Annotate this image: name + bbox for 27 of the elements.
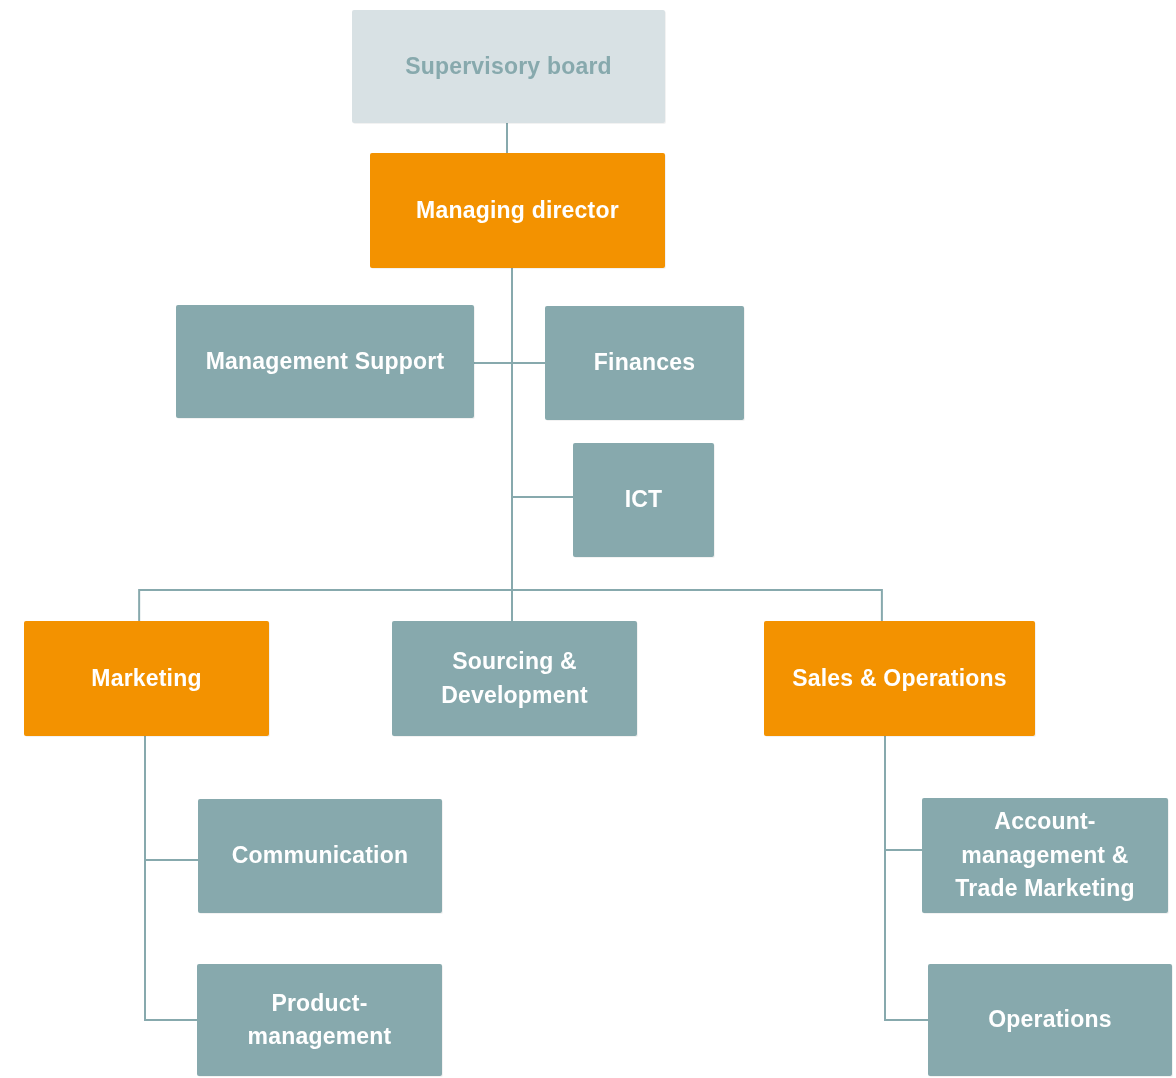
org-unit-box [928, 964, 1172, 1076]
org-unit-box [573, 443, 714, 557]
org-unit-box [922, 798, 1168, 913]
org-unit-box [352, 10, 665, 123]
unit-name: Marketing [91, 663, 202, 693]
org-unit-box [197, 964, 442, 1076]
connector-line [506, 122, 508, 154]
unit-name: Product-management [246, 988, 393, 1051]
unit-name: Sales & Operations [792, 663, 1007, 693]
org-unit-box [176, 305, 474, 418]
unit-name: Communication [231, 841, 409, 871]
unit-name: Managing director [416, 195, 619, 225]
org-unit-box [198, 799, 442, 913]
org-unit-box [545, 306, 744, 420]
unit-name: Account-management & Trade Marketing [954, 807, 1136, 904]
org-unit-box [370, 153, 665, 268]
org-unit-box [392, 621, 637, 736]
org-unit-box [24, 621, 269, 736]
unit-name: Management Support [205, 346, 445, 376]
connector-line [144, 735, 198, 1021]
unit-name: Operations [988, 1005, 1112, 1035]
unit-name: Supervisory board [405, 51, 612, 81]
unit-name: Finances [593, 348, 696, 378]
unit-name: Sourcing & Development [440, 647, 589, 710]
unit-name: ICT [624, 485, 663, 515]
connector-line [884, 735, 929, 1021]
org-unit-box [764, 621, 1035, 736]
